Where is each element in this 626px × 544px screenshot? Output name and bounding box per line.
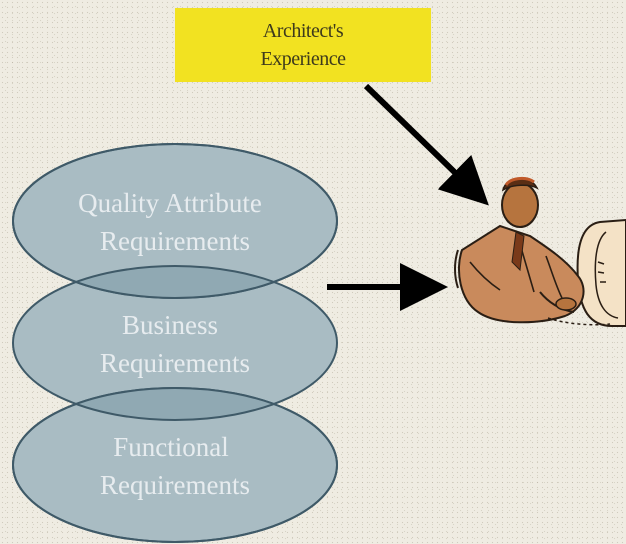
- experience-box-line2: Experience: [260, 48, 346, 70]
- functional-label-line2: Requirements: [100, 470, 250, 500]
- functional-label-line1: Functional: [113, 432, 229, 462]
- quality-label-line2: Requirements: [100, 226, 250, 256]
- overlap-bottom: [13, 388, 337, 421]
- architect-icon: [454, 176, 626, 327]
- experience-box-line1: Architect's: [262, 20, 344, 42]
- business-label-line1: Business: [122, 310, 218, 340]
- overlap-top: [13, 265, 337, 298]
- quality-label-line1: Quality Attribute: [78, 188, 262, 218]
- architects-experience-box: Architect's Experience: [175, 8, 431, 82]
- experience-arrow: [363, 83, 489, 206]
- business-label-line2: Requirements: [100, 348, 250, 378]
